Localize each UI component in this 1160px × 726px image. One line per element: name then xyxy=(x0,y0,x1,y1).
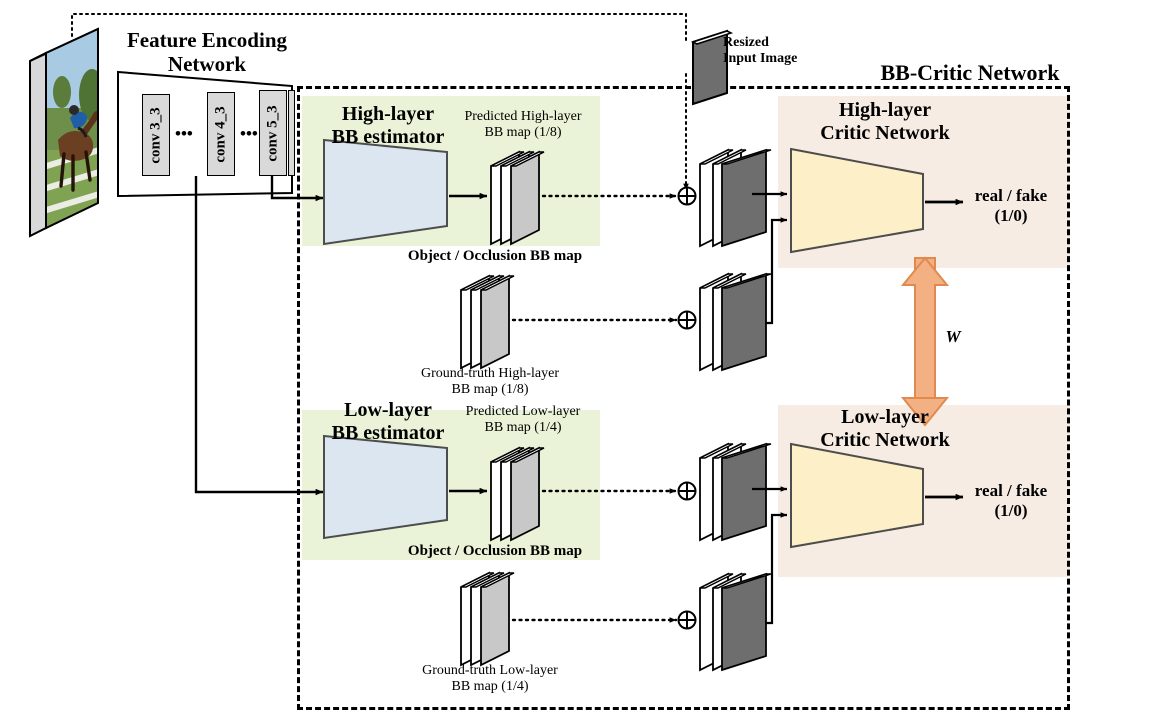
feature-encoding-network-title: Feature Encoding Network xyxy=(126,28,288,77)
conv-layer-4_3: conv 4_3 xyxy=(207,92,235,176)
conv4-to-low-estimator-wire xyxy=(194,176,324,496)
high-layer-estimator-title: High-layer BB estimator xyxy=(331,103,445,148)
high-concat-symbol-fake xyxy=(677,186,697,206)
resized-input-dotted-route xyxy=(71,13,689,191)
high-layer-critic-title: High-layer Critic Network xyxy=(820,99,950,144)
low-critic-input-wires xyxy=(752,486,788,625)
high-layer-critic-trapezoid xyxy=(790,147,924,254)
weight-sharing-arrow xyxy=(900,256,950,427)
conv-ellipsis-2: ••• xyxy=(240,124,258,143)
input-image-thumbnail xyxy=(29,27,99,238)
groundtruth-low-layer-map-label: Ground-truth Low-layer BB map (1/4) xyxy=(422,663,558,695)
high-object-occlusion-label: Object / Occlusion BB map xyxy=(407,248,583,264)
low-object-occlusion-label: Object / Occlusion BB map xyxy=(407,543,583,559)
conv-layer-3_3: conv 3_3 xyxy=(142,94,170,176)
conv5-to-high-estimator-wire xyxy=(270,176,324,202)
low-layer-estimator-trapezoid xyxy=(323,434,448,540)
low-layer-critic-title: Low-layer Critic Network xyxy=(820,406,950,451)
high-critic-input-wires xyxy=(752,191,788,325)
high-critic-input-stack-real xyxy=(699,272,772,372)
conv-layer-3_3-label: conv 3_3 xyxy=(147,106,164,164)
high-critic-input-stack-fake xyxy=(699,148,772,248)
conv-layer-5_3-echo xyxy=(288,90,295,176)
predicted-high-layer-bb-map xyxy=(490,150,545,246)
weight-sharing-label: W xyxy=(945,327,961,346)
bb-critic-network-title: BB-Critic Network xyxy=(880,60,1060,85)
high-concat-symbol-real xyxy=(677,310,697,330)
groundtruth-high-layer-map-label: Ground-truth High-layer BB map (1/8) xyxy=(420,366,560,398)
low-critic-input-stack-fake xyxy=(699,442,772,542)
resized-input-image-label: Resized Input Image xyxy=(723,35,798,67)
conv-layer-4_3-label: conv 4_3 xyxy=(212,105,229,163)
groundtruth-high-layer-bb-map xyxy=(460,274,515,370)
high-layer-estimator-trapezoid xyxy=(323,138,448,246)
predicted-high-layer-map-label: Predicted High-layer BB map (1/8) xyxy=(464,109,582,141)
conv-layer-5_3-label: conv 5_3 xyxy=(264,104,281,162)
predicted-low-layer-map-label: Predicted Low-layer BB map (1/4) xyxy=(465,404,581,436)
predicted-low-layer-bb-map xyxy=(490,446,545,542)
low-concat-symbol-fake xyxy=(677,481,697,501)
resized-input-image-slab xyxy=(690,29,734,106)
low-critic-output-label: real / fake (1/0) xyxy=(974,481,1048,520)
low-layer-critic-trapezoid xyxy=(790,442,924,549)
high-critic-output-label: real / fake (1/0) xyxy=(974,186,1048,225)
low-layer-estimator-title: Low-layer BB estimator xyxy=(331,399,445,444)
bb-critic-network-boundary xyxy=(297,86,1070,710)
conv-layer-5_3: conv 5_3 xyxy=(259,90,287,176)
conv-ellipsis-1: ••• xyxy=(175,124,193,143)
low-concat-symbol-real xyxy=(677,610,697,630)
low-critic-input-stack-real xyxy=(699,572,772,672)
groundtruth-low-layer-bb-map xyxy=(460,571,515,667)
